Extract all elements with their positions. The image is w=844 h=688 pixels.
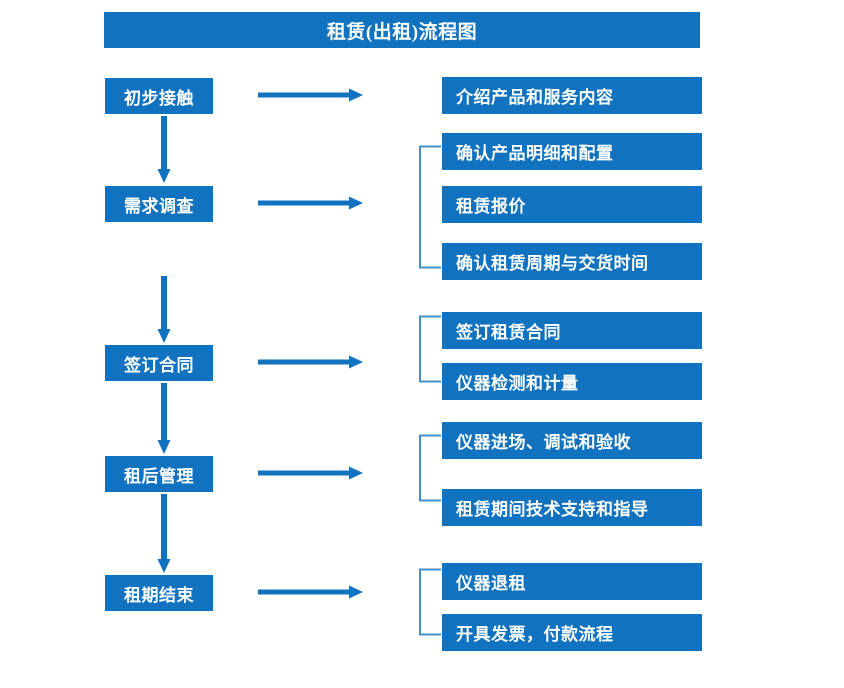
detail-label: 签订租赁合同 (456, 323, 561, 342)
right-arrow-stage-3 (258, 355, 364, 369)
detail-box-g2-i1[interactable]: 确认产品明细和配置 (442, 133, 702, 170)
stage-box-3[interactable]: 签订合同 (105, 345, 213, 381)
detail-box-g3-i2[interactable]: 仪器检测和计量 (442, 363, 702, 400)
detail-label: 仪器进场、调试和验收 (456, 433, 631, 452)
stage-box-4[interactable]: 租后管理 (105, 456, 213, 492)
detail-label: 开具发票，付款流程 (456, 625, 614, 644)
right-arrow-stage-5 (258, 585, 364, 599)
detail-box-g4-i2[interactable]: 租赁期间技术支持和指导 (442, 489, 702, 526)
page-title: 租赁(出租)流程图 (104, 12, 700, 48)
detail-box-g2-i3[interactable]: 确认租赁周期与交货时间 (442, 243, 702, 280)
detail-label: 仪器检测和计量 (456, 374, 579, 393)
right-arrow-stage-4 (258, 466, 364, 480)
stage-label: 初步接触 (124, 88, 194, 108)
detail-label: 租赁期间技术支持和指导 (456, 500, 649, 519)
detail-box-g1-i1[interactable]: 介绍产品和服务内容 (442, 77, 702, 114)
right-arrow-stage-1 (258, 88, 364, 102)
stage-label: 签订合同 (124, 355, 194, 375)
detail-box-g3-i1[interactable]: 签订租赁合同 (442, 312, 702, 349)
stage-box-5[interactable]: 租期结束 (105, 575, 213, 611)
detail-box-g4-i1[interactable]: 仪器进场、调试和验收 (442, 422, 702, 459)
stage-label: 租期结束 (124, 585, 194, 605)
group-bracket-5 (418, 568, 442, 641)
down-arrow-4-to-5 (157, 494, 171, 574)
group-bracket-2 (418, 145, 442, 274)
detail-label: 确认租赁周期与交货时间 (456, 254, 649, 273)
down-arrow-2-to-3 (157, 276, 171, 344)
detail-box-g5-i1[interactable]: 仪器退租 (442, 563, 702, 600)
detail-label: 确认产品明细和配置 (456, 144, 614, 163)
stage-label: 租后管理 (124, 466, 194, 486)
detail-label: 租赁报价 (456, 197, 526, 216)
stage-label: 需求调查 (124, 196, 194, 216)
down-arrow-3-to-4 (157, 383, 171, 455)
stage-box-2[interactable]: 需求调查 (105, 186, 213, 222)
detail-box-g5-i2[interactable]: 开具发票，付款流程 (442, 614, 702, 651)
detail-box-g2-i2[interactable]: 租赁报价 (442, 186, 702, 223)
group-bracket-3 (418, 315, 442, 388)
detail-label: 介绍产品和服务内容 (456, 88, 614, 107)
detail-label: 仪器退租 (456, 574, 526, 593)
group-bracket-4 (418, 434, 442, 507)
down-arrow-1-to-2 (157, 116, 171, 184)
stage-box-1[interactable]: 初步接触 (105, 78, 213, 114)
right-arrow-stage-2 (258, 196, 364, 210)
